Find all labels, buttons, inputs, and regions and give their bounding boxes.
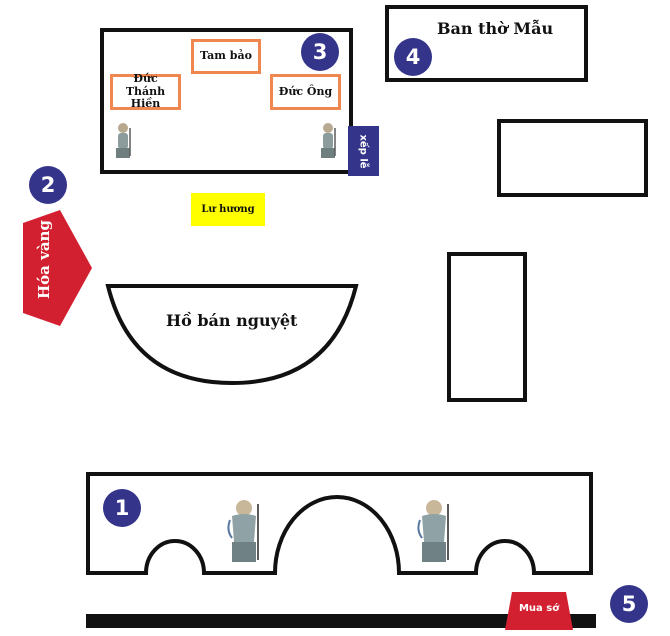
badge-1: 1 (103, 489, 141, 527)
guardian-statue-icon (226, 498, 262, 564)
duc-thanh-hien-box: Đức Thánh Hiền (110, 72, 181, 110)
guardian-statue-icon (318, 122, 338, 160)
ho-ban-nguyet-label: Hồ bán nguyệt (166, 311, 298, 330)
hoa-vang-marker (23, 210, 92, 326)
badge-3: 3 (301, 33, 339, 71)
ban-tho-mau-label: Ban thờ Mẫu (437, 19, 554, 38)
badge-4: 4 (394, 38, 432, 76)
lu-huong-label: Lư hương (201, 204, 255, 215)
ho-ban-nguyet-pond (105, 284, 359, 386)
lu-huong-box: Lư hương (191, 193, 265, 226)
xep-le-tab: xếp lễ (348, 126, 379, 176)
badge-5: 5 (610, 585, 648, 623)
mua-so-label: Mua sớ (518, 603, 560, 614)
guardian-statue-icon (113, 122, 133, 160)
right-building-lower (447, 252, 527, 402)
right-building-upper (497, 119, 648, 197)
bottom-wall (86, 614, 596, 628)
gate-structure (86, 472, 593, 575)
badge-2: 2 (29, 166, 67, 204)
tam-bao-box: Tam bảo (191, 39, 261, 74)
mua-so-marker (505, 592, 573, 630)
guardian-statue-icon (416, 498, 452, 564)
duc-ong-box: Đức Ông (270, 74, 341, 110)
hoa-vang-label: Hóa vàng (35, 220, 53, 299)
